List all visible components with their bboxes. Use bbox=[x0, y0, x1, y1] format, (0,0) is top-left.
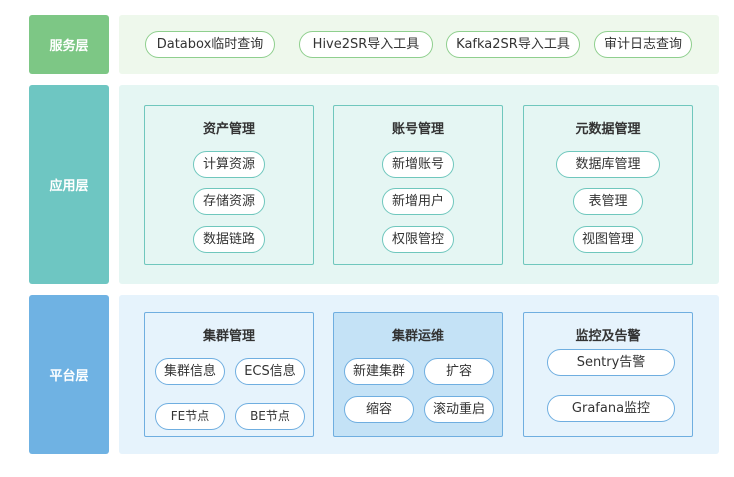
cluster-management-module: 集群管理 集群信息 ECS信息 FE节点 BE节点 bbox=[144, 312, 314, 437]
metadata-management-module: 元数据管理 数据库管理 表管理 视图管理 bbox=[523, 105, 693, 265]
compute-resource-pill: 计算资源 bbox=[193, 151, 265, 178]
scale-out-pill: 扩容 bbox=[424, 358, 494, 385]
storage-resource-pill: 存储资源 bbox=[193, 188, 265, 215]
service-layer-panel: Databox临时查询 Hive2SR导入工具 Kafka2SR导入工具 审计日… bbox=[119, 15, 719, 74]
cluster-operations-module: 集群运维 新建集群 扩容 缩容 滚动重启 bbox=[333, 312, 503, 437]
module-title: 元数据管理 bbox=[575, 122, 641, 137]
kafka2sr-import-pill: Kafka2SR导入工具 bbox=[446, 31, 580, 58]
ecs-info-pill: ECS信息 bbox=[235, 358, 305, 385]
permission-control-pill: 权限管控 bbox=[382, 226, 454, 253]
table-management-pill: 表管理 bbox=[573, 188, 643, 215]
cluster-info-pill: 集群信息 bbox=[155, 358, 225, 385]
fe-node-pill: FE节点 bbox=[155, 403, 225, 430]
rolling-restart-pill: 滚动重启 bbox=[424, 396, 494, 423]
data-lineage-pill: 数据链路 bbox=[193, 226, 265, 253]
view-management-pill: 视图管理 bbox=[573, 226, 643, 253]
monitoring-alerting-module: 监控及告警 Sentry告警 Grafana监控 bbox=[523, 312, 693, 437]
database-management-pill: 数据库管理 bbox=[556, 151, 660, 178]
new-user-pill: 新增用户 bbox=[382, 188, 454, 215]
module-title: 资产管理 bbox=[202, 122, 255, 137]
application-layer-panel: 资产管理 计算资源 存储资源 数据链路 账号管理 新增账号 新增用户 权限管控 … bbox=[119, 85, 719, 284]
sentry-alert-pill: Sentry告警 bbox=[547, 349, 675, 376]
be-node-pill: BE节点 bbox=[235, 403, 305, 430]
asset-management-module: 资产管理 计算资源 存储资源 数据链路 bbox=[144, 105, 314, 265]
grafana-monitor-pill: Grafana监控 bbox=[547, 395, 675, 422]
application-layer-label: 应用层 bbox=[29, 85, 109, 284]
account-management-module: 账号管理 新增账号 新增用户 权限管控 bbox=[333, 105, 503, 265]
new-account-pill: 新增账号 bbox=[382, 151, 454, 178]
hive2sr-import-pill: Hive2SR导入工具 bbox=[299, 31, 433, 58]
audit-log-query-pill: 审计日志查询 bbox=[594, 31, 692, 58]
module-title: 账号管理 bbox=[391, 122, 444, 137]
service-layer-label: 服务层 bbox=[29, 15, 109, 74]
databox-query-pill: Databox临时查询 bbox=[145, 31, 275, 58]
platform-layer-label: 平台层 bbox=[29, 295, 109, 454]
platform-layer-panel: 集群管理 集群信息 ECS信息 FE节点 BE节点 集群运维 新建集群 扩容 缩… bbox=[119, 295, 719, 454]
module-title: 集群运维 bbox=[391, 329, 444, 344]
module-title: 集群管理 bbox=[202, 329, 255, 344]
scale-in-pill: 缩容 bbox=[344, 396, 414, 423]
create-cluster-pill: 新建集群 bbox=[344, 358, 414, 385]
module-title: 监控及告警 bbox=[575, 329, 641, 344]
